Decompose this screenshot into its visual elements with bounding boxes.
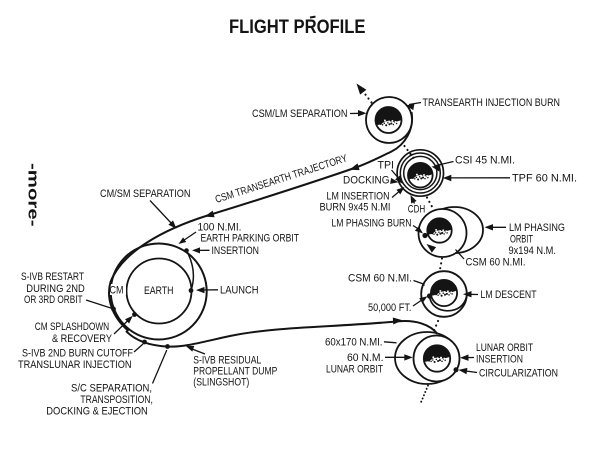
svg-text:TRANSLUNAR INJECTION: TRANSLUNAR INJECTION	[18, 359, 132, 371]
svg-text:CSI 45 N.MI.: CSI 45 N.MI.	[455, 155, 515, 167]
svg-text:LM INSERTION: LM INSERTION	[327, 191, 390, 203]
svg-text:(SLINGSHOT): (SLINGSHOT)	[193, 377, 249, 389]
svg-text:LM PHASING: LM PHASING	[509, 222, 565, 234]
svg-text:CM SPLASHDOWN: CM SPLASHDOWN	[35, 321, 110, 333]
svg-text:LAUNCH: LAUNCH	[220, 285, 259, 297]
svg-text:CM/SM SEPARATION: CM/SM SEPARATION	[100, 188, 191, 200]
svg-text:CSM 60 N.MI.: CSM 60 N.MI.	[466, 257, 526, 269]
svg-text:60x170 N.MI.: 60x170 N.MI.	[325, 337, 383, 349]
svg-text:OR 3RD ORBIT: OR 3RD ORBIT	[24, 294, 83, 306]
svg-text:S-IVB RESIDUAL: S-IVB RESIDUAL	[193, 355, 261, 367]
svg-text:LUNAR ORBIT: LUNAR ORBIT	[326, 364, 383, 376]
svg-text:CM: CM	[110, 285, 124, 297]
svg-text:DOCKING & EJECTION: DOCKING & EJECTION	[46, 406, 148, 418]
svg-text:-more-: -more-	[25, 163, 42, 227]
svg-text:50,000 FT.: 50,000 FT.	[368, 302, 412, 314]
svg-text:LM DESCENT: LM DESCENT	[481, 289, 537, 301]
svg-text:EARTH PARKING ORBIT: EARTH PARKING ORBIT	[201, 233, 300, 245]
svg-text:& RECOVERY: & RECOVERY	[52, 333, 112, 345]
svg-text:S-IVB RESTART: S-IVB RESTART	[21, 271, 84, 283]
svg-text:INSERTION: INSERTION	[476, 354, 523, 366]
svg-text:LUNAR ORBIT: LUNAR ORBIT	[476, 342, 533, 354]
svg-text:CSM 60 N.MI.: CSM 60 N.MI.	[348, 273, 412, 285]
svg-text:ORBIT: ORBIT	[510, 234, 533, 246]
svg-text:TRANSPOSITION,: TRANSPOSITION,	[80, 394, 152, 406]
svg-text:INSERTION: INSERTION	[212, 245, 260, 257]
svg-text:LM PHASING BURN: LM PHASING BURN	[332, 218, 412, 230]
svg-text:EARTH: EARTH	[144, 285, 174, 297]
svg-text:TRANSEARTH INJECTION BURN: TRANSEARTH INJECTION BURN	[423, 97, 561, 109]
svg-text:CIRCULARIZATION: CIRCULARIZATION	[479, 368, 558, 380]
svg-text:PROPELLANT DUMP: PROPELLANT DUMP	[193, 366, 277, 378]
svg-text:TPF 60 N.MI.: TPF 60 N.MI.	[512, 173, 577, 185]
svg-text:BURN 9x45 N.MI: BURN 9x45 N.MI	[320, 202, 391, 214]
svg-text:100 N.MI.: 100 N.MI.	[198, 222, 242, 234]
svg-text:60 N.M.: 60 N.M.	[347, 352, 384, 364]
svg-text:DURING 2ND: DURING 2ND	[26, 283, 85, 295]
svg-text:FLIGHT PROFILE: FLIGHT PROFILE	[229, 17, 366, 38]
svg-text:DOCKING: DOCKING	[343, 175, 390, 187]
svg-text:9x194 N.M.: 9x194 N.M.	[509, 245, 557, 257]
svg-text:S-IVB 2ND BURN CUTOFF: S-IVB 2ND BURN CUTOFF	[22, 348, 133, 360]
svg-text:S/C SEPARATION,: S/C SEPARATION,	[71, 383, 152, 395]
svg-text:CDH: CDH	[408, 204, 426, 216]
svg-text:CSM/LM SEPARATION: CSM/LM SEPARATION	[252, 108, 348, 120]
svg-text:TPI: TPI	[378, 160, 395, 172]
